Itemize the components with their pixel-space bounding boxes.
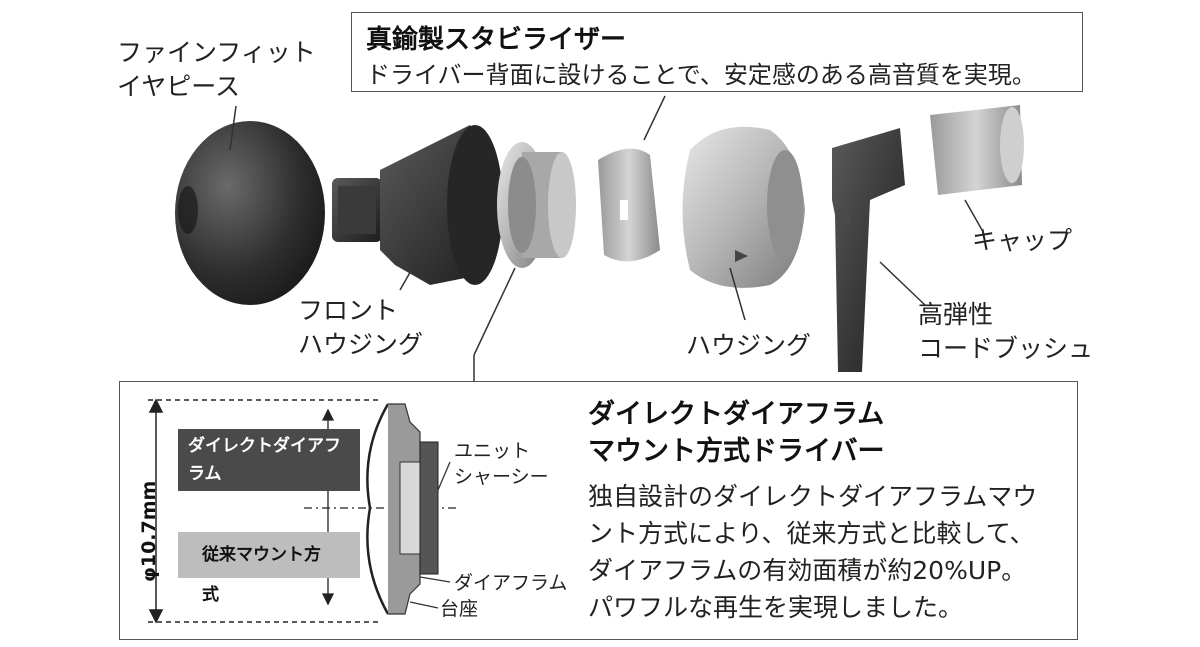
front-housing-label: フロント ハウジング [298, 296, 424, 359]
cap-shape [930, 105, 1024, 195]
housing-label: ハウジング [686, 331, 812, 360]
housing-shape [682, 126, 805, 288]
driver-ring-shape [497, 142, 576, 268]
stabilizer-description: ドライバー背面に設けることで、安定感のある高音質を実現。 [366, 61, 1036, 89]
eartip-label: ファインフィット イヤピース [117, 38, 316, 101]
conventional-mount-badge: 従来マウント方式 [178, 532, 360, 605]
cord-bush-label: 高弾性 コードブッシュ [918, 300, 1094, 363]
stabilizer-callout: 真鍮製スタビライザー ドライバー背面に設けることで、安定感のある高音質を実現。 [351, 12, 1083, 92]
driver-detail-body: 独自設計のダイレクトダイアフラムマウ ント方式により、従来方式と比較して、 ダイ… [588, 482, 1038, 622]
front-housing-shape [332, 125, 503, 285]
leader-lines [229, 95, 983, 381]
eartip-shape [175, 121, 325, 305]
direct-mount-badge: ダイレクトダイアフラム マウント方式 [178, 429, 360, 512]
stabilizer-shape [598, 148, 660, 262]
cord-bush-shape [832, 128, 905, 372]
cap-label: キャップ [972, 226, 1073, 255]
diaphragm-label: ダイアフラム [454, 572, 568, 594]
base-label: 台座 [440, 598, 479, 620]
dimension-label: φ10.7mm [138, 480, 160, 582]
driver-detail-box: φ10.7mm ダイレクトダイアフラム マウント方式 従来マウント方式 ユニット… [119, 381, 1078, 640]
driver-detail-title: ダイレクトダイアフラム マウント方式ドライバー [588, 399, 885, 467]
stabilizer-title: 真鍮製スタビライザー [366, 25, 627, 55]
unit-chassis-label: ユニット シャーシー [454, 440, 549, 488]
